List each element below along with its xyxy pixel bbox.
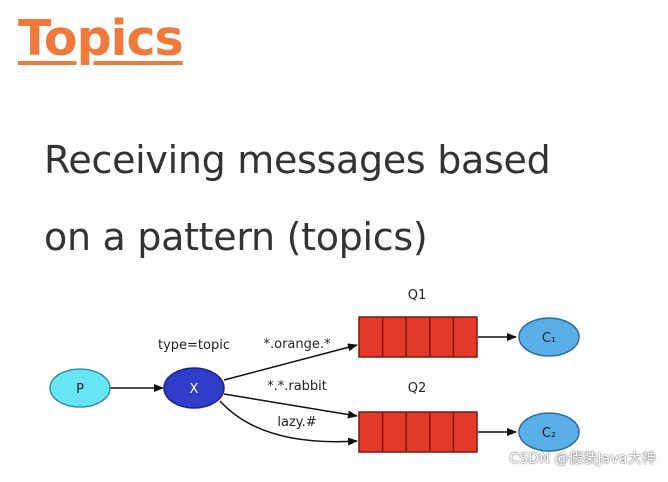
page-title: Topics: [18, 10, 184, 67]
queue2: [358, 411, 478, 453]
consumer1-label: C₁: [542, 331, 556, 346]
subtitle: Receiving messages based on a pattern (t…: [44, 122, 644, 276]
queue1: [358, 316, 478, 358]
binding-rabbit-arrow: [223, 393, 358, 419]
subtitle-line-1: Receiving messages based: [44, 138, 551, 182]
consumer2-node: [518, 412, 580, 452]
consumer2-label: C₂: [542, 426, 556, 441]
queue1-label: Q1: [408, 288, 427, 303]
producer-node: [49, 368, 111, 408]
queue2-label: Q2: [408, 381, 427, 396]
binding-rabbit-label: *.*.rabbit: [267, 379, 327, 394]
binding-lazy-label: lazy.#: [277, 415, 316, 430]
binding-lazy-arrow: [219, 400, 358, 446]
exchange-label: X: [190, 382, 199, 397]
exchange-node: [163, 367, 225, 409]
consumer1-node: [518, 317, 580, 357]
binding-orange-label: *.orange.*: [263, 337, 331, 352]
subtitle-line-2: on a pattern (topics): [44, 215, 428, 259]
binding-orange-arrow: [223, 343, 358, 381]
exchange-type-label: type=topic: [158, 338, 230, 353]
csdn-watermark: CSDN @假装Java大神: [509, 451, 656, 467]
producer-label: P: [76, 382, 84, 397]
